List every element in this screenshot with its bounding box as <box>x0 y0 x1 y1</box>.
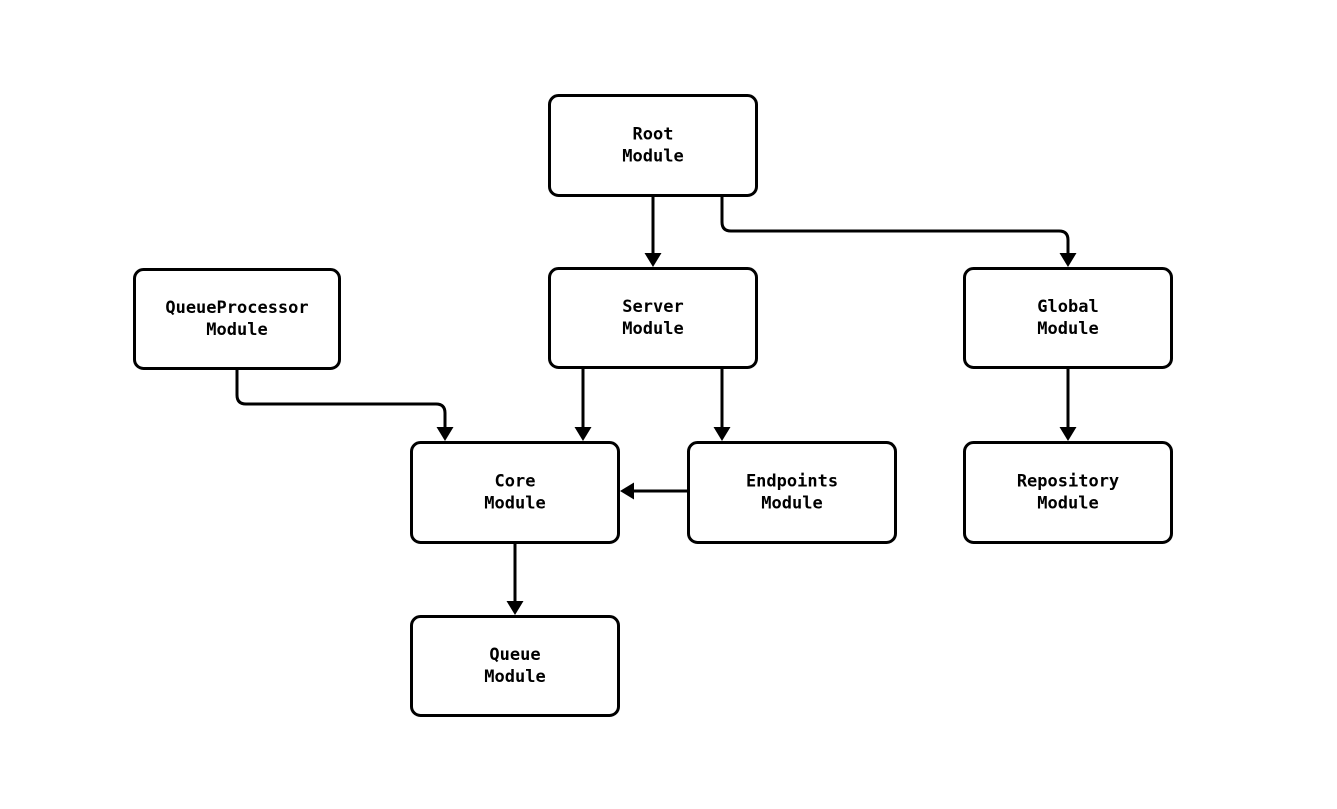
edge-queueprocessor-to-core <box>235 370 454 441</box>
core-module-node-label-line1: Core <box>495 472 536 492</box>
root-module-node-label-line1: Root <box>633 125 674 145</box>
edge-server-to-endpoints <box>713 369 731 441</box>
queue-module-node-box[interactable] <box>410 615 620 717</box>
edge-endpoints-to-core-arrowhead-icon <box>620 482 634 500</box>
queue-module-node-label-line2: Module <box>484 667 545 687</box>
endpoints-module-node-box[interactable] <box>687 441 897 544</box>
queueprocessor-module-node-box[interactable] <box>133 268 341 370</box>
server-module-node-label-line1: Server <box>622 297 683 317</box>
repository-module-node-label-line2: Module <box>1037 494 1098 514</box>
edge-root-to-server-arrowhead-icon <box>644 253 662 267</box>
endpoints-module-node-label-line1: Endpoints <box>746 472 838 492</box>
root-module-node-label-line2: Module <box>622 147 683 167</box>
edge-global-to-repository-arrowhead-icon <box>1059 427 1077 441</box>
repository-module-node-label-line1: Repository <box>1017 472 1119 492</box>
edge-root-to-server <box>644 197 662 267</box>
queue-module-node-label-line1: Queue <box>489 645 540 665</box>
server-module-node-box[interactable] <box>548 267 758 369</box>
edge-queueprocessor-to-core-arrowhead-icon <box>436 427 454 441</box>
repository-module-node-box[interactable] <box>963 441 1173 544</box>
root-module-node-box[interactable] <box>548 94 758 197</box>
edge-server-to-endpoints-arrowhead-icon <box>713 427 731 441</box>
core-module-node-box[interactable] <box>410 441 620 544</box>
edge-root-to-global-line <box>720 197 1070 253</box>
edge-root-to-global-arrowhead-icon <box>1059 253 1077 267</box>
edge-endpoints-to-core <box>620 482 687 500</box>
global-module-node-box[interactable] <box>963 267 1173 369</box>
server-module-node-label-line2: Module <box>622 319 683 339</box>
edge-core-to-queue <box>506 544 524 615</box>
edge-queueprocessor-to-core-line <box>235 370 447 427</box>
edge-root-to-global <box>720 197 1077 267</box>
edge-core-to-queue-arrowhead-icon <box>506 601 524 615</box>
queueprocessor-module-node-label-line2: Module <box>206 320 267 340</box>
queueprocessor-module-node-label-line1: QueueProcessor <box>165 298 308 318</box>
edge-global-to-repository <box>1059 369 1077 441</box>
global-module-node-label-line2: Module <box>1037 319 1098 339</box>
global-module-node-label-line1: Global <box>1037 297 1098 317</box>
edge-server-to-core <box>574 369 592 441</box>
endpoints-module-node-label-line2: Module <box>761 494 822 514</box>
nodes-layer: RootModuleQueueProcessorModuleServerModu… <box>133 94 1173 717</box>
core-module-node-label-line2: Module <box>484 494 545 514</box>
edges-layer <box>235 197 1077 615</box>
edge-server-to-core-arrowhead-icon <box>574 427 592 441</box>
